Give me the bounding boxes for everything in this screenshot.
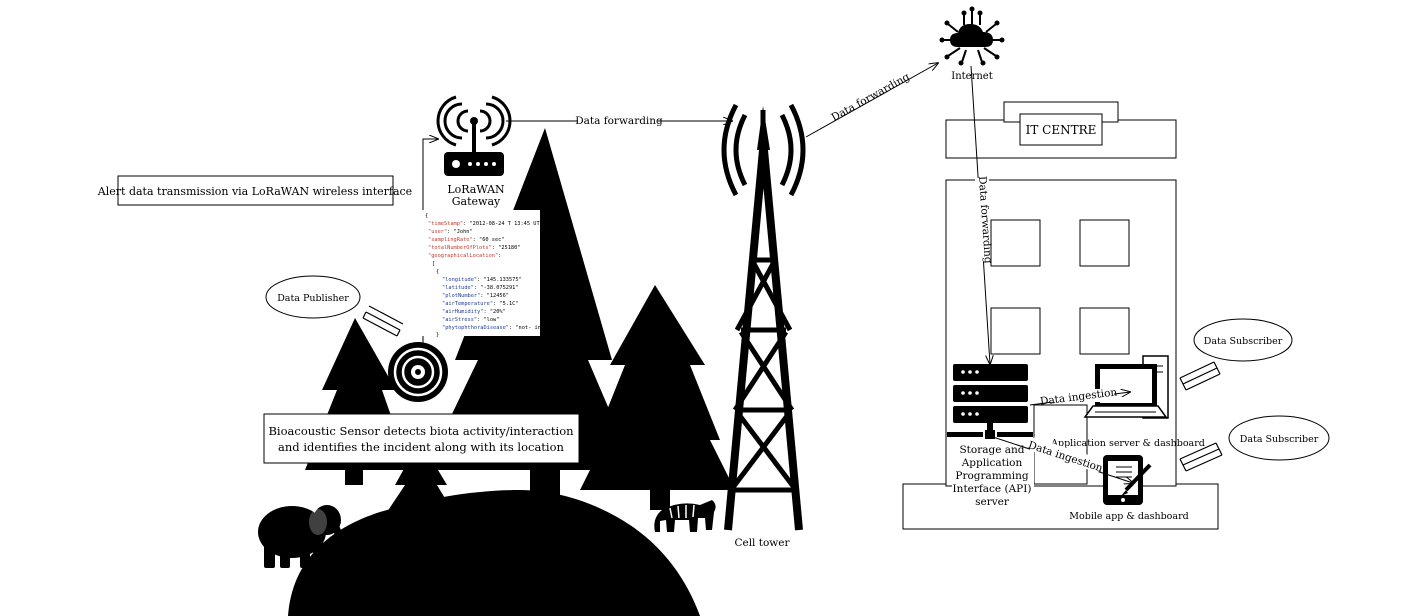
svg-text:"airHumidity": "20%": "airHumidity": "20%" — [442, 309, 506, 315]
svg-text:"geographicalLocation":: "geographicalLocation": — [428, 253, 501, 259]
mobile-app-label: Mobile app & dashboard — [1069, 511, 1188, 522]
hill — [288, 490, 700, 616]
sensor-description-line-1: Bioacoustic Sensor detects biota activit… — [268, 424, 574, 438]
data-subscriber-1-ellipse — [1193, 318, 1293, 362]
svg-text:{: { — [425, 213, 428, 219]
svg-text:"timeStamp": "2012-08-24 T 13:: "timeStamp": "2012-08-24 T 13:45 UTC", — [428, 221, 549, 227]
svg-text:"plotNumber": "12456": "plotNumber": "12456" — [442, 293, 509, 299]
mobile-device-icon — [1103, 455, 1152, 505]
sensor-description-line-2: and identifies the incident along with i… — [278, 440, 564, 454]
cell-tower-icon — [721, 103, 806, 531]
cell-tower-top — [757, 106, 770, 150]
server-rack-icon — [947, 364, 1033, 439]
svg-text:}: } — [436, 332, 439, 338]
internet-cloud-icon — [939, 6, 1005, 66]
data-subscriber-2-label: Data Subscriber — [1240, 434, 1319, 445]
elephant-icon — [258, 505, 345, 568]
svg-text:"samplingRate": "60 sec": "samplingRate": "60 sec" — [428, 237, 505, 243]
cell-tower-label: Cell tower — [734, 537, 790, 549]
alert-box-text: Alert data transmission via LoRaWAN wire… — [97, 185, 412, 198]
svg-text:"user": "John": "user": "John" — [428, 229, 473, 235]
svg-text:"totalNumberOfPlots": "25180": "totalNumberOfPlots": "25180" — [428, 245, 520, 251]
gateway-label-line-2: Gateway — [452, 195, 501, 208]
data-publisher-label: Data Publisher — [277, 293, 349, 304]
svg-text:"phytophthoraDisease": "not- i: "phytophthoraDisease": "not- infected" — [442, 325, 563, 331]
alert-box — [117, 175, 394, 206]
data-subscriber-1-label: Data Subscriber — [1204, 336, 1283, 347]
tiger-icon — [654, 500, 716, 532]
building-windows — [990, 219, 1130, 355]
subscriber-1-signal-icon — [1179, 361, 1221, 391]
tree-small — [385, 440, 455, 515]
gateway-to-tower-label: Data forwarding — [575, 115, 663, 127]
publisher-signal-icon — [362, 305, 404, 337]
server-label-line-5: server — [975, 496, 1010, 508]
svg-text:[: [ — [432, 261, 435, 267]
bioacoustic-sensor-icon — [388, 342, 448, 402]
svg-text:"latitude": "-38.075291": "latitude": "-38.075291" — [442, 285, 519, 291]
tower-to-internet-label: Data forwarding — [829, 71, 912, 124]
desktop-computer-icon — [1083, 355, 1169, 419]
tower-to-internet-arrow — [805, 63, 938, 138]
svg-text:{: { — [436, 269, 439, 275]
sensor-description-box — [263, 413, 580, 464]
server-label-line-3: Programming — [955, 470, 1028, 482]
server-label-line-4: Interface (API) — [953, 483, 1032, 495]
gateway-label-line-1: LoRaWAN — [447, 183, 505, 196]
subscriber-2-signal-icon — [1179, 442, 1223, 472]
lorawan-gateway-icon — [436, 95, 512, 176]
it-centre-label: IT CENTRE — [1026, 123, 1097, 137]
tree-right — [580, 285, 735, 490]
data-subscriber-2-ellipse — [1228, 415, 1330, 461]
json-payload: { "timeStamp": "2012-08-24 T 13:45 UTC",… — [422, 210, 563, 338]
app-server-label: Application server & dashboard — [1050, 438, 1205, 449]
svg-text:"airStress": "low": "airStress": "low" — [442, 317, 499, 323]
data-publisher-ellipse — [265, 275, 361, 319]
svg-text:"airTemperature": "5.1C": "airTemperature": "5.1C" — [442, 301, 519, 307]
it-centre-sign — [1019, 113, 1103, 146]
server-label-line-2: Application — [961, 457, 1023, 469]
svg-text:"longitude": "145.133575": "longitude": "145.133575" — [442, 277, 522, 283]
server-label-line-1: Storage and — [959, 444, 1024, 456]
